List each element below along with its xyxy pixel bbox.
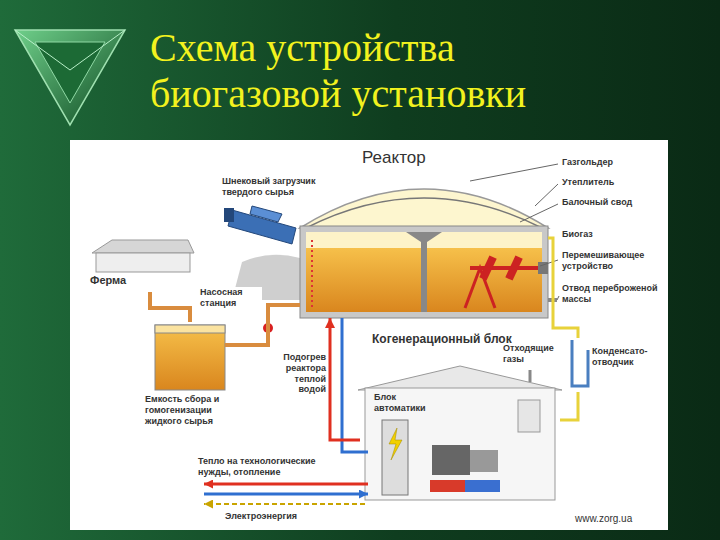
mixer-stand xyxy=(465,268,495,308)
tank-node: Емкость сбора и гомогенизации жидкого сы… xyxy=(145,322,237,442)
node-label: Ферма xyxy=(90,274,190,287)
heat-out-line xyxy=(204,483,368,486)
wall-panel xyxy=(518,400,540,432)
part-label: www.zorg.ua xyxy=(575,513,655,525)
slide-title: Схема устройства биогазовой установки xyxy=(150,25,580,117)
node-label: Конденсато-отводчик xyxy=(592,346,660,368)
farm-building xyxy=(96,253,190,272)
reactor-insulation xyxy=(300,226,548,318)
part-label: Электроэнергия xyxy=(225,511,325,522)
loader-motor xyxy=(224,208,234,222)
mixer-paddle xyxy=(505,255,522,280)
heat-exchanger-hot xyxy=(430,480,465,492)
condensate-trap xyxy=(572,340,588,386)
control-cabinet xyxy=(382,420,408,495)
reactor-node: Реактор xyxy=(300,145,548,318)
node-label: Реактор xyxy=(362,148,452,168)
logo-inner xyxy=(35,42,105,103)
part-label: Биогаз xyxy=(562,229,657,240)
node-label: Блок автоматики xyxy=(374,392,434,414)
beam-vault xyxy=(306,198,542,228)
condensate-node: Конденсато-отводчик xyxy=(568,338,662,392)
return-water-pipe xyxy=(342,318,368,452)
loader-hopper xyxy=(250,206,282,222)
part-label: Шнековый загрузчик твердого сырья xyxy=(222,176,322,198)
part-label: Перемешивающее устройство xyxy=(562,250,660,272)
part-label: Тепло на технологические нужды, отоплени… xyxy=(198,456,333,478)
heating-coil xyxy=(311,240,313,308)
leader-line xyxy=(470,164,559,300)
house-roof xyxy=(358,366,562,390)
logo-triangle xyxy=(15,30,125,125)
gasholder-dome xyxy=(300,189,548,228)
part-label: Балочный свод xyxy=(562,197,657,208)
heat-exchanger-cold xyxy=(465,480,500,492)
engine xyxy=(432,445,470,475)
farm-roof xyxy=(92,240,194,253)
pipe-connector xyxy=(237,305,300,345)
part-label: Насосная станция xyxy=(200,287,262,309)
exhaust-pipe xyxy=(529,370,532,382)
liquid-tank xyxy=(155,325,225,390)
node-label: Емкость сбора и гомогенизации жидкого сы… xyxy=(145,394,237,426)
house-walls xyxy=(365,388,555,500)
tank-top xyxy=(155,325,225,333)
farm-node: Ферма xyxy=(88,236,196,292)
node-label: Когенерационный блок xyxy=(372,332,522,346)
automation-node: Блок автоматики xyxy=(374,392,434,497)
pipe-connector xyxy=(560,392,578,420)
part-label: Отвод переброженой массы xyxy=(562,283,660,305)
logo-lines xyxy=(15,30,125,70)
pipe-connector xyxy=(150,292,190,322)
part-label: Утеплитель xyxy=(562,177,657,188)
part-label: Подогрев реактора теплой водой xyxy=(270,352,326,395)
part-label: Газгольдер xyxy=(562,157,657,168)
pipe-connector xyxy=(330,318,360,440)
pipe-stub xyxy=(225,343,237,347)
lightning-sign xyxy=(389,428,402,460)
part-label: Отходящие газы xyxy=(503,343,563,365)
power-line xyxy=(204,503,365,505)
generator xyxy=(470,450,498,472)
heat-return-line xyxy=(204,493,368,496)
column-support xyxy=(406,232,442,244)
white-panel xyxy=(70,140,668,530)
